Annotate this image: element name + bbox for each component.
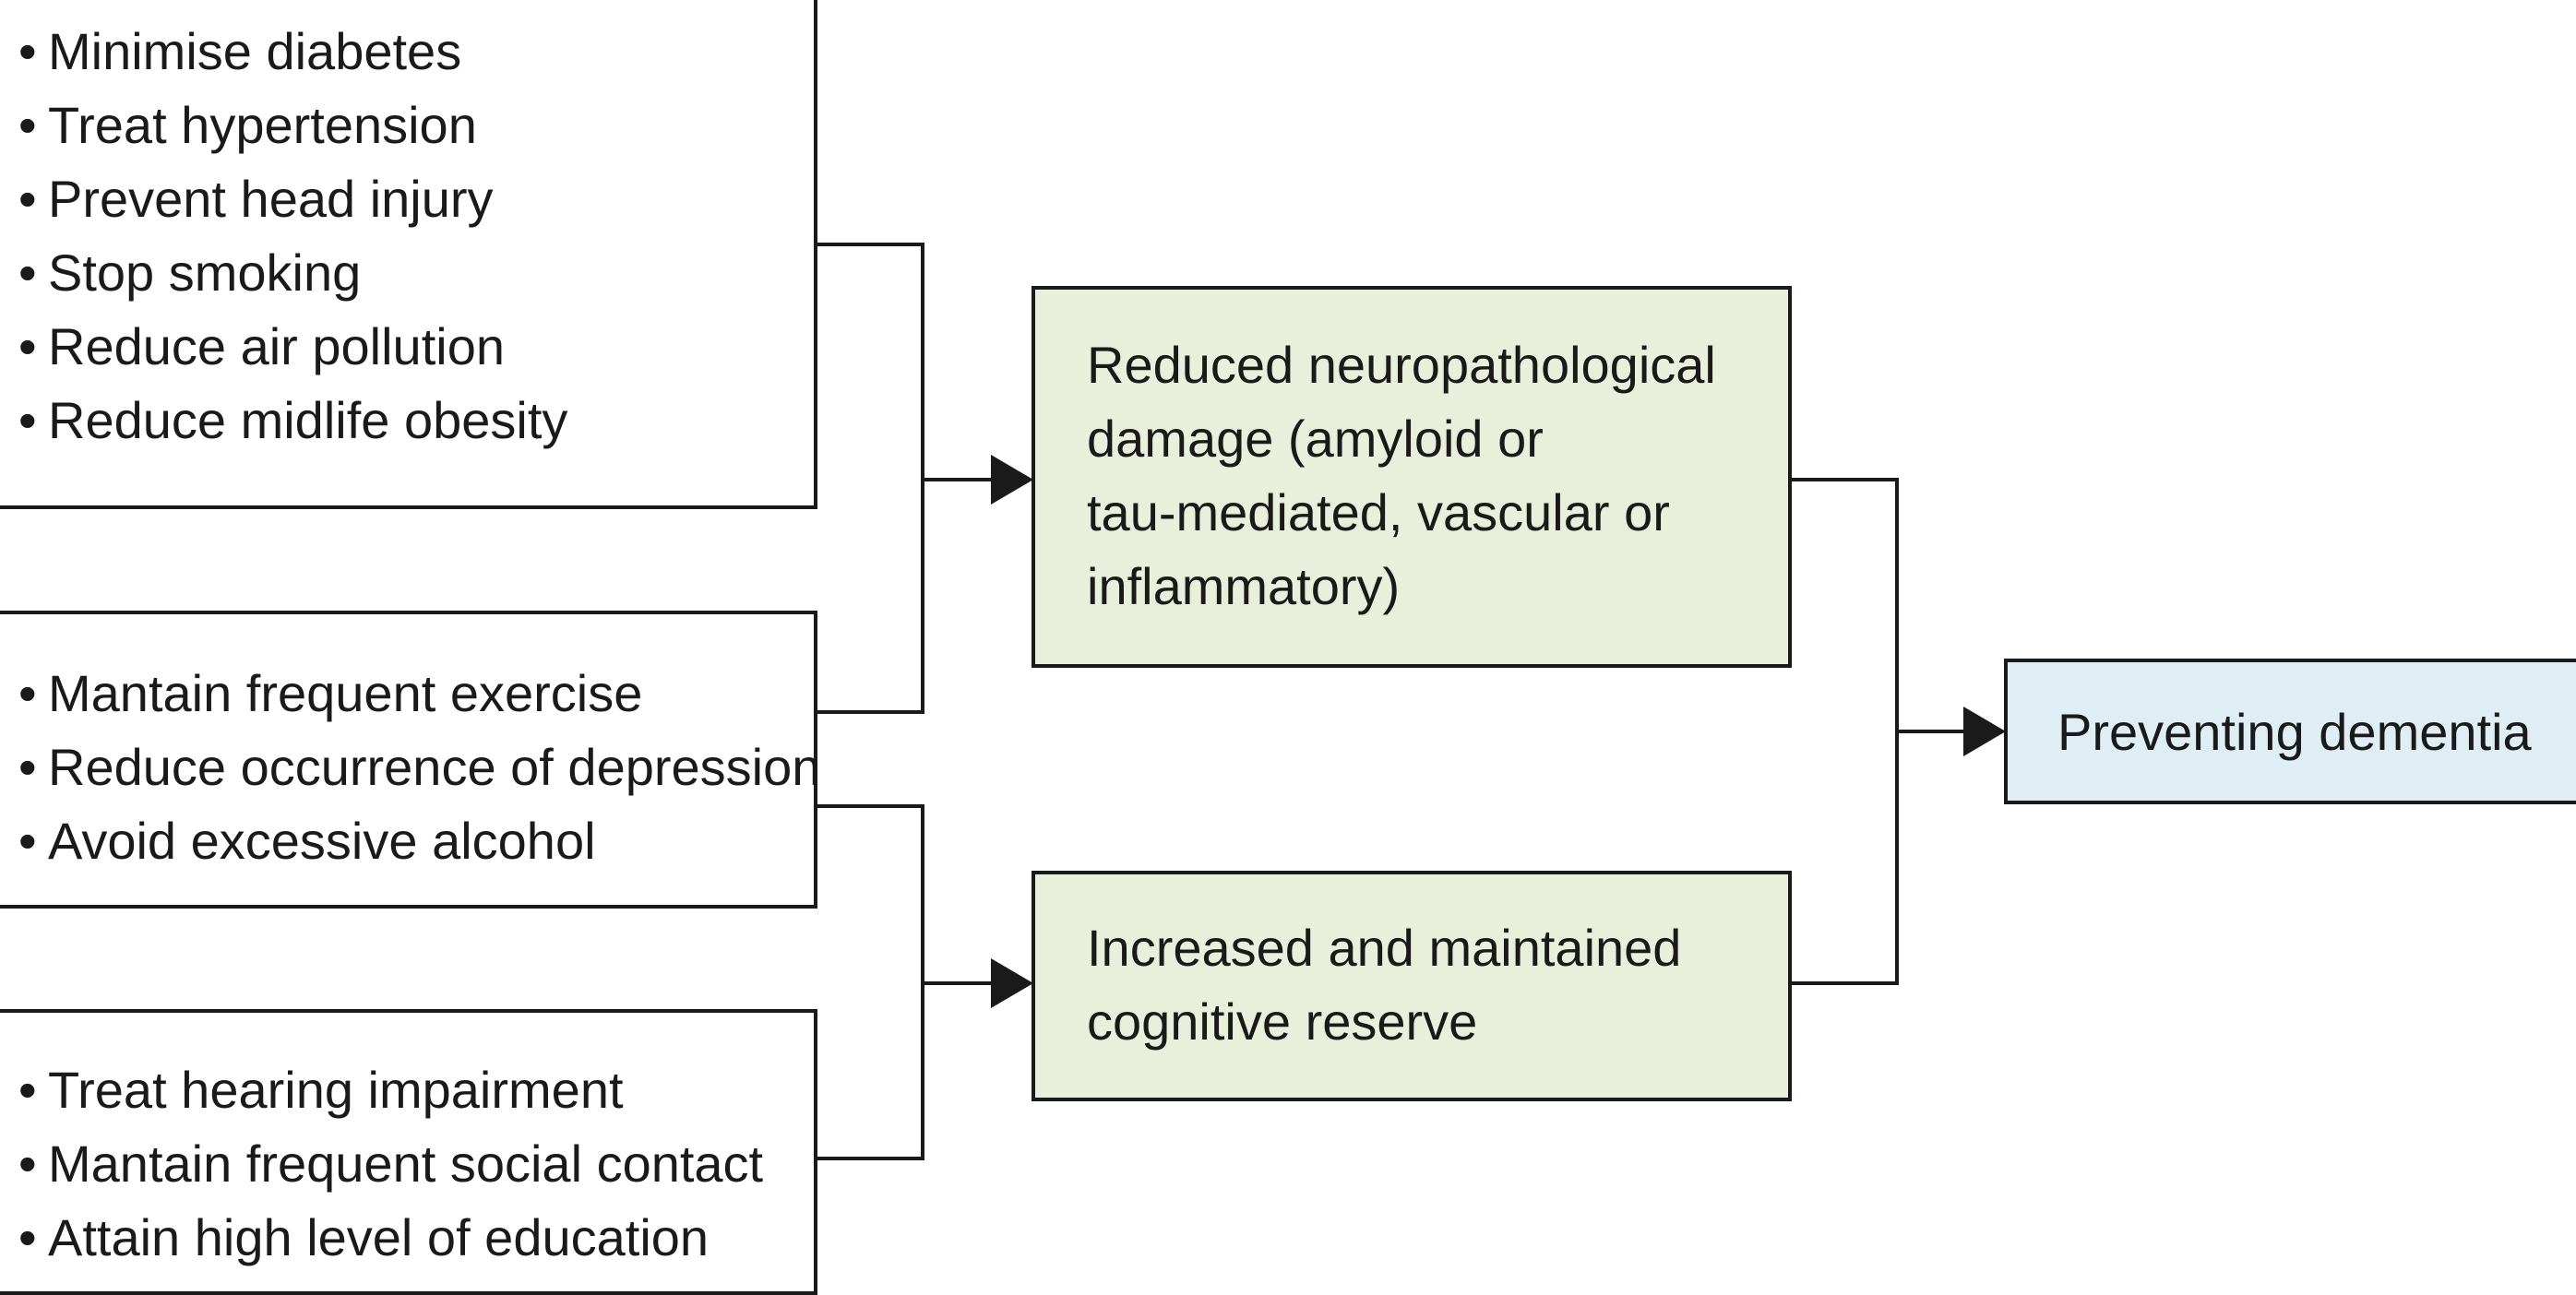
list-item: •Minimise diabetes — [18, 22, 462, 80]
list-item: •Reduce air pollution — [18, 317, 505, 375]
risk-group-2-list: •Mantain frequent exercise •Reduce occur… — [18, 657, 821, 878]
neuropathological-damage-text: Reduced neuropathological damage (amyloi… — [1087, 336, 1716, 615]
arrowhead-neuro — [991, 455, 1033, 505]
risk-group-3-box: •Treat hearing impairment •Mantain frequ… — [0, 1009, 817, 1295]
connector-group2-to-reserve — [817, 804, 992, 985]
preventing-dementia-box: Preventing dementia — [2004, 659, 2576, 804]
connector-reserve-to-outcome — [1790, 731, 1899, 985]
list-item: •Prevent head injury — [18, 170, 494, 228]
arrowhead-reserve — [991, 958, 1033, 1008]
list-item: •Mantain frequent social contact — [18, 1135, 764, 1193]
list-item: •Attain high level of education — [18, 1208, 710, 1266]
preventing-dementia-label: Preventing dementia — [2057, 703, 2532, 761]
list-item: •Mantain frequent exercise — [18, 664, 643, 722]
risk-group-2-box: •Mantain frequent exercise •Reduce occur… — [0, 611, 821, 909]
list-item: •Stop smoking — [18, 244, 362, 302]
neuropathological-damage-box: Reduced neuropathological damage (amyloi… — [1032, 286, 1792, 668]
risk-group-3-list: •Treat hearing impairment •Mantain frequ… — [18, 1053, 814, 1275]
list-item: •Reduce occurrence of depression — [18, 738, 821, 796]
risk-group-1-box: •Minimise diabetes •Treat hypertension •… — [0, 0, 817, 509]
risk-group-1-list: •Minimise diabetes •Treat hypertension •… — [18, 15, 814, 457]
arrowhead-outcome — [1963, 707, 2006, 756]
list-item: •Reduce midlife obesity — [18, 391, 568, 449]
list-item: •Treat hearing impairment — [18, 1061, 624, 1119]
cognitive-reserve-box: Increased and maintained cognitive reser… — [1032, 871, 1792, 1101]
connector-neuro-to-outcome — [1790, 478, 1974, 733]
connector-group2-to-neuro — [817, 480, 924, 714]
cognitive-reserve-text: Increased and maintained cognitive reser… — [1087, 919, 1682, 1051]
connector-group3-to-reserve — [817, 983, 924, 1160]
list-item: •Avoid excessive alcohol — [18, 812, 596, 870]
list-item: •Treat hypertension — [18, 96, 477, 154]
connector-group1-to-neuro — [817, 243, 992, 481]
